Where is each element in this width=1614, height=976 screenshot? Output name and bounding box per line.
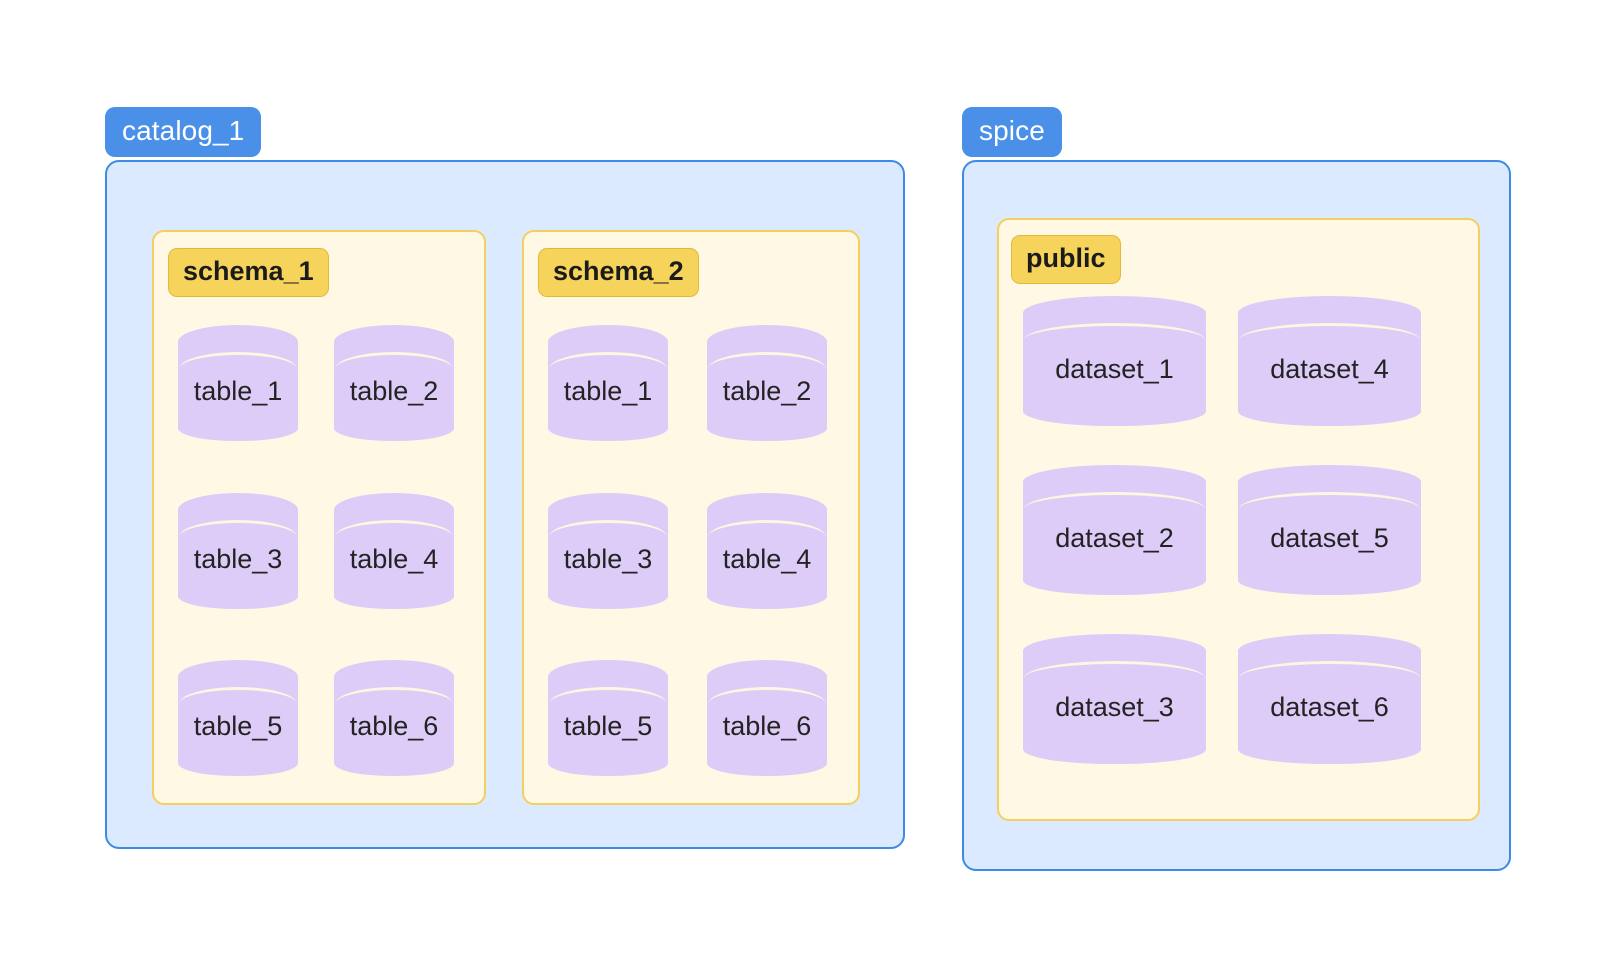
dataset-cylinder[interactable]: dataset_1 [1023, 296, 1206, 426]
dataset-cylinder[interactable]: dataset_6 [1238, 634, 1421, 764]
schema-badge-schema_2[interactable]: schema_2 [538, 248, 699, 297]
cylinder-label: dataset_4 [1270, 353, 1389, 384]
schema-box-schema_2: schema_2 table_1 table_2 [522, 230, 860, 805]
catalog-group-spice: spice public dataset_1 dataset_4 [962, 107, 1511, 871]
table-cylinder[interactable]: table_4 [334, 493, 454, 609]
catalog-badge-spice[interactable]: spice [962, 107, 1062, 157]
cylinder-label: dataset_6 [1270, 691, 1389, 722]
cylinder-label: table_5 [563, 710, 653, 741]
cylinder-body [1023, 313, 1206, 426]
cylinder-label: table_6 [349, 710, 439, 741]
cylinder-body [1238, 482, 1421, 595]
cylinder-body [1238, 651, 1421, 764]
catalog-body-catalog_1: schema_1 table_1 table_2 [105, 160, 905, 849]
catalog-body-spice: public dataset_1 dataset_4 [962, 160, 1511, 871]
catalog-group-catalog_1: catalog_1 schema_1 table_1 table_2 [105, 107, 905, 849]
catalog-badge-catalog_1[interactable]: catalog_1 [105, 107, 262, 157]
table-cylinder[interactable]: table_2 [334, 325, 454, 441]
table-cylinder[interactable]: table_1 [178, 325, 298, 441]
cylinder-body [1023, 482, 1206, 595]
cylinder-label: table_1 [563, 375, 653, 406]
cylinder-label: dataset_5 [1270, 522, 1389, 553]
dataset-cylinder[interactable]: dataset_2 [1023, 465, 1206, 595]
dataset-cylinder[interactable]: dataset_5 [1238, 465, 1421, 595]
table-cylinder[interactable]: table_1 [548, 325, 668, 441]
cylinder-label: table_4 [722, 543, 812, 574]
cylinder-label: table_3 [193, 543, 283, 574]
dataset-cylinder[interactable]: dataset_3 [1023, 634, 1206, 764]
cylinder-label: table_4 [349, 543, 439, 574]
table-cylinder[interactable]: table_5 [548, 660, 668, 776]
table-cylinder[interactable]: table_6 [334, 660, 454, 776]
schema-box-schema_1: schema_1 table_1 table_2 [152, 230, 486, 805]
cylinder-label: table_2 [722, 375, 812, 406]
table-cylinder[interactable]: table_3 [178, 493, 298, 609]
schema-box-public: public dataset_1 dataset_4 [997, 218, 1480, 821]
cylinder-label: dataset_1 [1055, 353, 1174, 384]
cylinder-label: dataset_3 [1055, 691, 1174, 722]
cylinder-label: table_3 [563, 543, 653, 574]
cylinder-label: dataset_2 [1055, 522, 1174, 553]
cylinder-body [1238, 313, 1421, 426]
schema-badge-public[interactable]: public [1011, 235, 1121, 284]
dataset-cylinder[interactable]: dataset_4 [1238, 296, 1421, 426]
schema-badge-schema_1[interactable]: schema_1 [168, 248, 329, 297]
cylinder-body [1023, 651, 1206, 764]
table-cylinder[interactable]: table_6 [707, 660, 827, 776]
cylinder-label: table_5 [193, 710, 283, 741]
table-cylinder[interactable]: table_5 [178, 660, 298, 776]
table-cylinder[interactable]: table_2 [707, 325, 827, 441]
cylinder-label: table_2 [349, 375, 439, 406]
cylinder-label: table_1 [193, 375, 283, 406]
table-cylinder[interactable]: table_4 [707, 493, 827, 609]
cylinder-label: table_6 [722, 710, 812, 741]
table-cylinder[interactable]: table_3 [548, 493, 668, 609]
